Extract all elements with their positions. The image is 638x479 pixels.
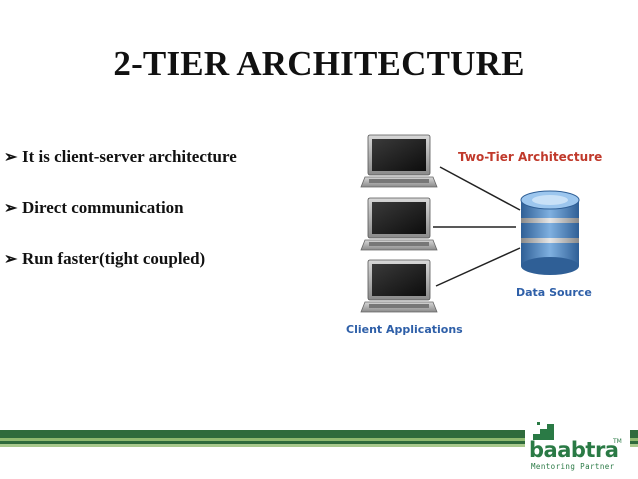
slide-title: 2-TIER ARCHITECTURE [113, 44, 525, 83]
bullet-text: Direct communication [22, 198, 184, 217]
bullet-item: ➢ It is client-server architecture [4, 147, 334, 167]
footer-stripe [0, 444, 638, 447]
baabtra-logo: baabtra TM Mentoring Partner [525, 418, 630, 473]
logo-tagline: Mentoring Partner [531, 462, 615, 471]
laptop-icon [360, 259, 438, 313]
data-source-label: Data Source [516, 286, 592, 299]
logo-wordmark: baabtra [529, 438, 619, 462]
bullet-list: ➢ It is client-server architecture ➢ Dir… [4, 147, 334, 300]
connection-lines [433, 166, 521, 287]
bullet-text: Run faster(tight coupled) [22, 249, 206, 268]
bullet-item: ➢ Run faster(tight coupled) [4, 249, 334, 269]
bullet-item: ➢ Direct communication [4, 198, 334, 218]
logo-trademark: TM [613, 438, 622, 445]
footer-stripe [0, 430, 638, 438]
logo-stairs-icon [533, 422, 554, 440]
arrow-bullet-icon: ➢ [4, 200, 18, 217]
arrow-bullet-icon: ➢ [4, 251, 18, 268]
footer-stripe [0, 441, 638, 444]
bullet-text: It is client-server architecture [22, 147, 237, 166]
two-tier-diagram: Two-Tier Architecture Data Source Client… [338, 130, 638, 345]
connection-line [439, 166, 521, 211]
arrow-bullet-icon: ➢ [4, 149, 18, 166]
database-icon [520, 190, 580, 275]
diagram-graphic [360, 134, 580, 313]
connection-line [435, 247, 521, 287]
footer-stripe [0, 438, 638, 441]
client-applications-label: Client Applications [346, 323, 463, 336]
laptop-icon [360, 134, 438, 188]
laptop-icon [360, 197, 438, 251]
diagram-title: Two-Tier Architecture [458, 150, 603, 164]
